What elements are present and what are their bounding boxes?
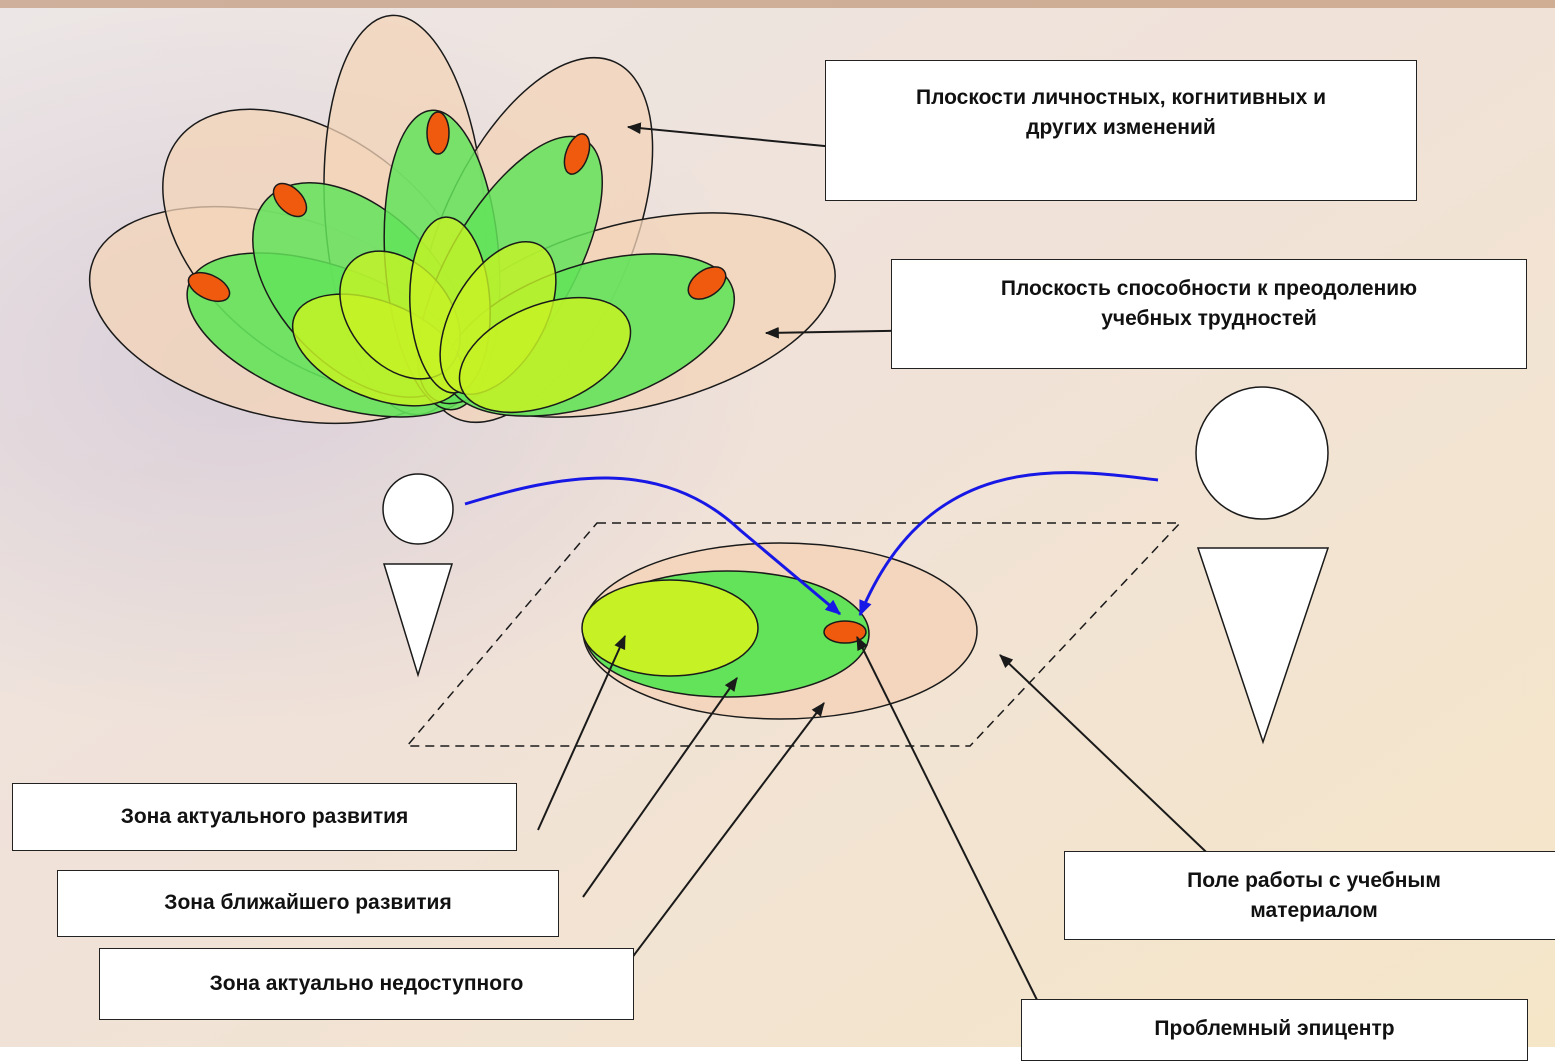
label-plane-ability-text: Плоскость способности к преодолению учеб… xyxy=(969,274,1449,335)
label-plane-ability: Плоскость способности к преодолению учеб… xyxy=(891,259,1527,369)
problem-epicenter-shape xyxy=(824,621,866,643)
label-planes-changes-text: Плоскости личностных, когнитивных и друг… xyxy=(881,83,1361,144)
label-field-work-text: Поле работы с учебным материалом xyxy=(1134,866,1494,927)
label-zone-actual-text: Зона актуального развития xyxy=(121,802,409,832)
teacher-head xyxy=(1196,387,1328,519)
top-edge-strip xyxy=(0,0,1555,8)
label-planes-changes: Плоскости личностных, когнитивных и друг… xyxy=(825,60,1417,201)
label-zone-actual: Зона актуального развития xyxy=(12,783,517,851)
label-problem-epicenter: Проблемный эпицентр xyxy=(1021,999,1528,1061)
label-field-work: Поле работы с учебным материалом xyxy=(1064,851,1555,940)
learner-head xyxy=(383,474,453,544)
label-problem-epicenter-text: Проблемный эпицентр xyxy=(1154,1014,1394,1044)
label-zone-nearest-text: Зона ближайшего развития xyxy=(164,888,451,918)
zone-actual-shape xyxy=(582,580,758,676)
label-zone-inaccessible: Зона актуально недоступного xyxy=(99,948,634,1020)
epicenter-dot-3 xyxy=(427,112,449,154)
label-zone-inaccessible-text: Зона актуально недоступного xyxy=(210,969,524,999)
label-zone-nearest: Зона ближайшего развития xyxy=(57,870,559,937)
